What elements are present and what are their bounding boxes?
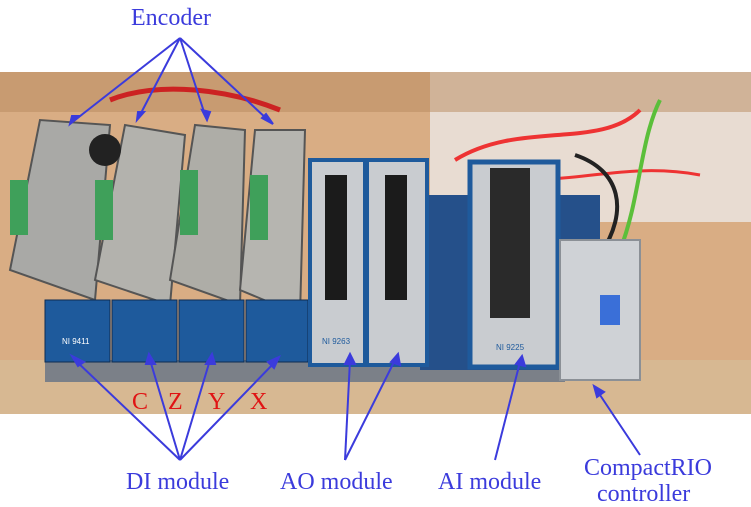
encoder-connector-green (95, 180, 113, 240)
arrow-head (200, 108, 212, 123)
red-cable (453, 108, 642, 162)
controller-arrow (597, 391, 641, 456)
di-arrow (149, 359, 181, 461)
ai-module-label: AI module (438, 469, 542, 495)
encoder-group (8, 118, 307, 317)
arrow-head (389, 351, 402, 367)
ao-modules (308, 158, 429, 367)
ai-arrow (494, 361, 521, 461)
arrow-head (69, 353, 86, 368)
di-arrow (74, 359, 181, 461)
arrow-head (204, 351, 217, 365)
di-module-4 (245, 299, 309, 363)
di-module-label: DI module (126, 469, 230, 495)
shelf-shadow (0, 72, 751, 112)
di-module-3 (178, 299, 245, 363)
arrow-head (144, 351, 157, 365)
ao-arrow (344, 359, 351, 461)
ai-terminal-block (490, 168, 530, 318)
arrow-head (592, 383, 606, 399)
di-arrow (179, 361, 276, 461)
di-arrow (179, 359, 211, 461)
arrow-head (266, 354, 282, 370)
annotation-arrows (68, 37, 641, 461)
encoder-cables (109, 86, 281, 113)
channel-letter-x: X (250, 389, 268, 415)
encoder-arrow (179, 37, 206, 116)
di-module-1 (44, 299, 111, 363)
green-cable (618, 99, 662, 251)
ao-module-label: AO module (280, 469, 393, 495)
channel-letter-z: Z (168, 389, 183, 415)
encoder-label: Encoder (131, 5, 211, 31)
encoder-arrow (179, 37, 269, 121)
ao-terminal-block (325, 175, 347, 300)
arrow-head (260, 112, 274, 125)
di-modules (44, 299, 309, 363)
encoder-connector-green (250, 175, 268, 240)
arrow-head (343, 351, 357, 365)
arrow-head (135, 111, 147, 124)
arrow-head (514, 353, 527, 368)
crio-dip-switch (600, 295, 620, 325)
ao-arrow (344, 359, 396, 461)
channel-letter-c: C (132, 389, 149, 415)
encoder-arrow (74, 37, 181, 121)
channel-letter-y: Y (208, 389, 226, 415)
ao-terminal-block (385, 175, 407, 300)
arrow-head (68, 115, 83, 127)
di-module-2 (111, 299, 178, 363)
encoder-2 (93, 123, 187, 307)
controller-label-line2: controller (597, 481, 691, 507)
encoder-1 (8, 118, 112, 302)
encoder-cap (89, 134, 121, 166)
encoder-arrow (139, 37, 181, 116)
controller-label-line1: CompactRIO (584, 455, 712, 481)
encoder-connector-green (10, 180, 28, 235)
encoder-connector-green (180, 170, 198, 235)
